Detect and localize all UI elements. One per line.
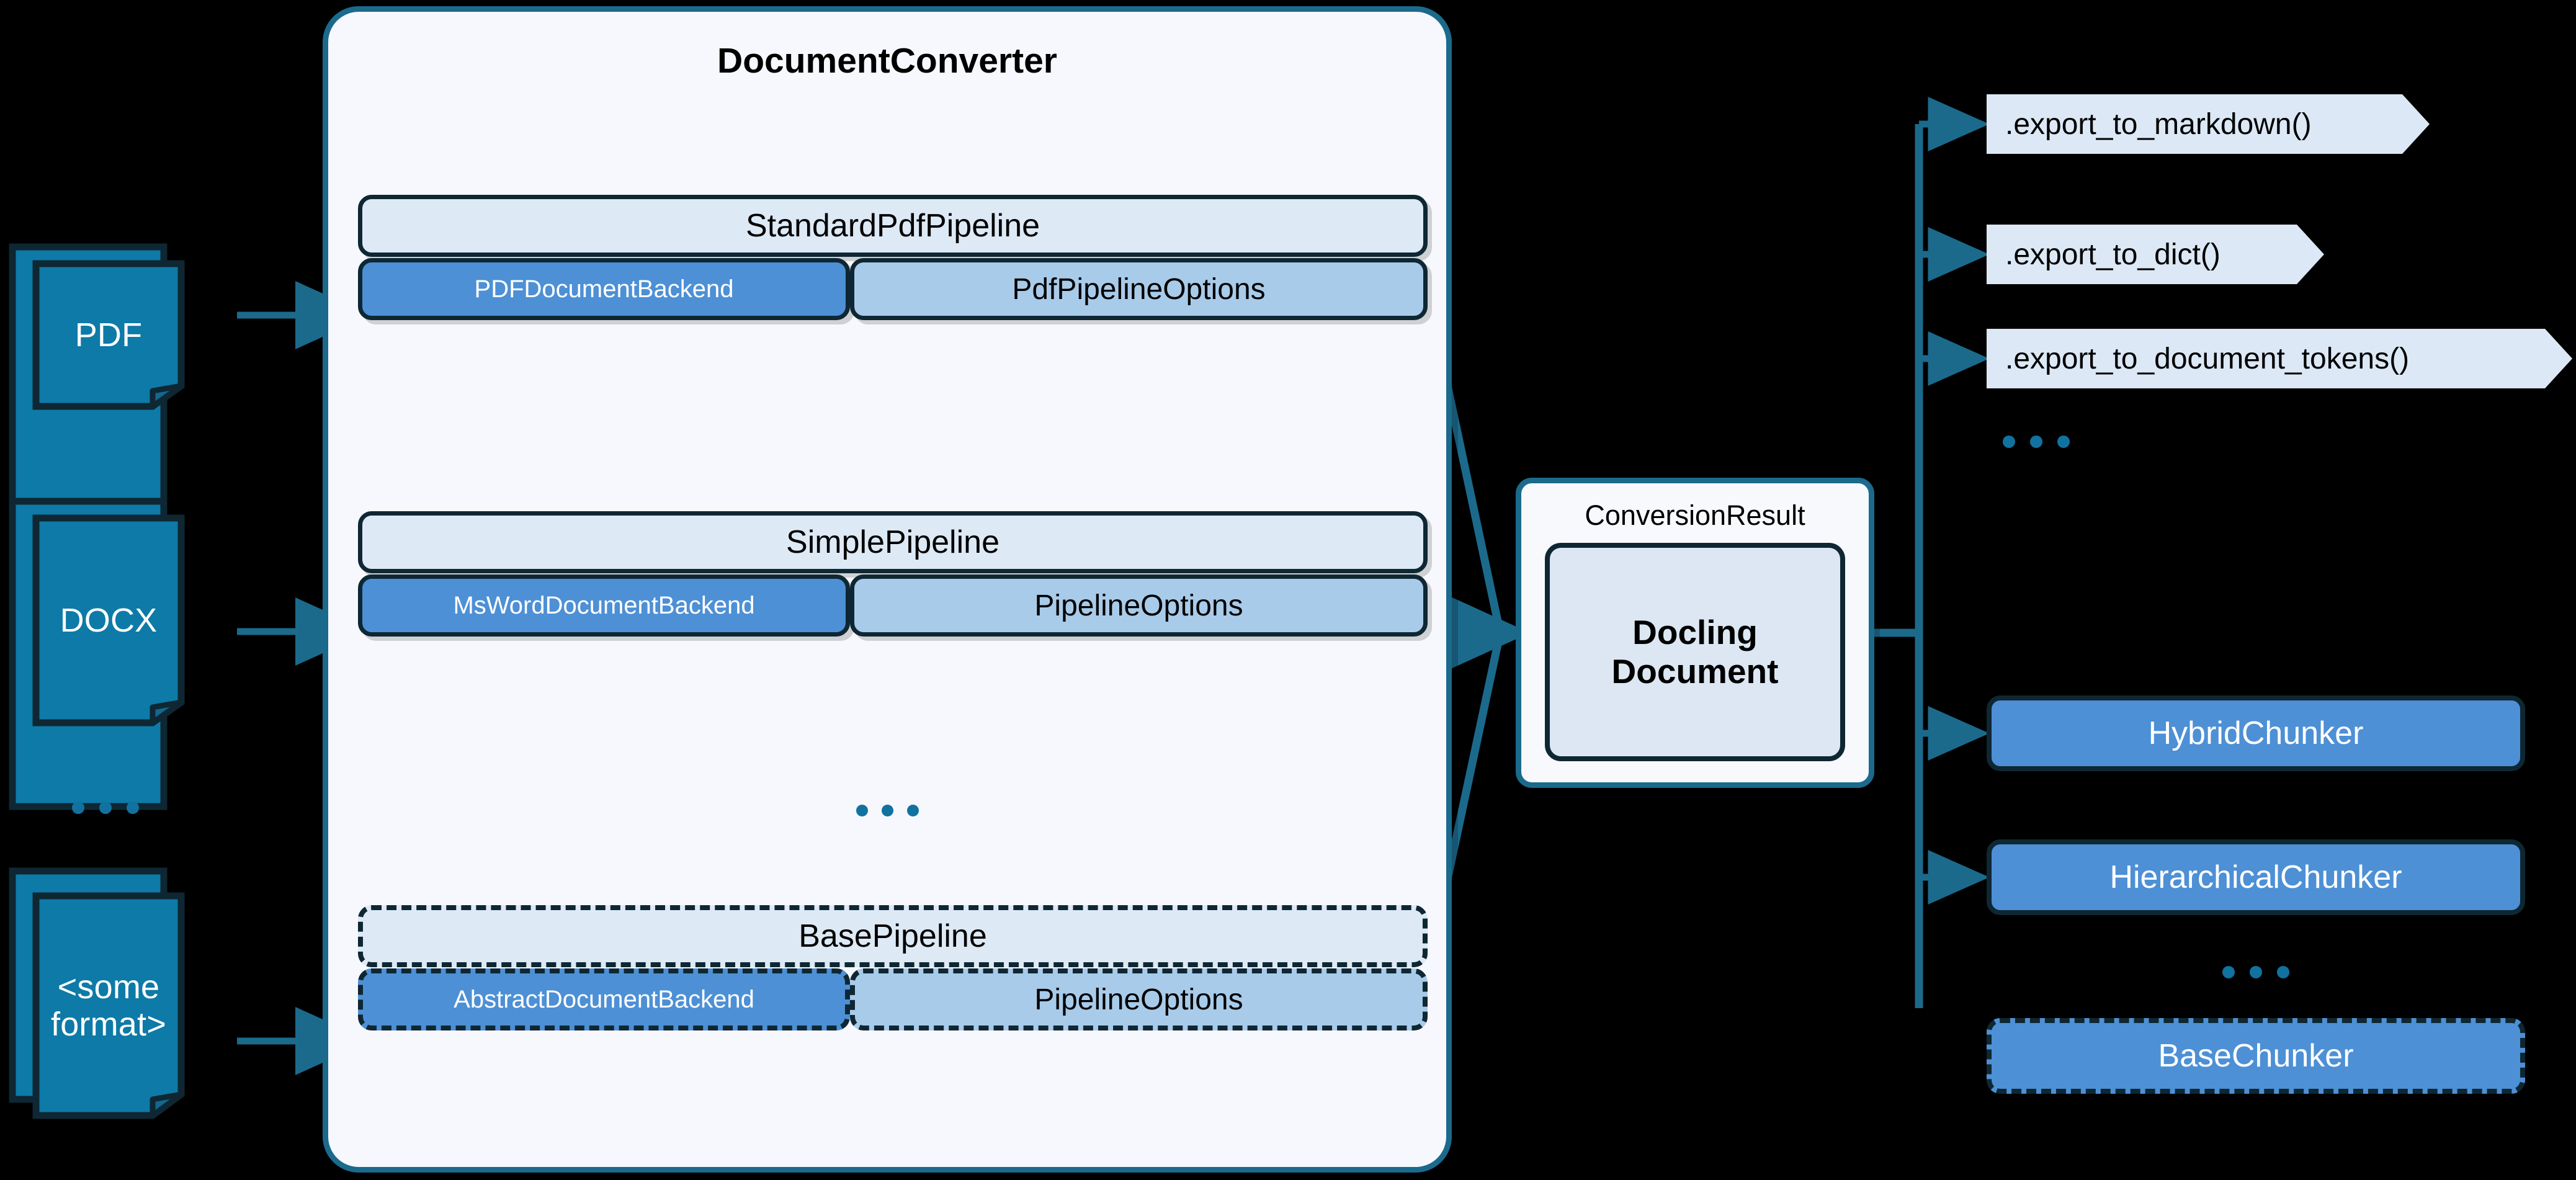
sources-ellipsis <box>68 800 143 815</box>
conversion-result-container: ConversionResult Docling Document <box>1516 478 1874 788</box>
export-to-markdown-label: .export_to_markdown() <box>2005 107 2312 141</box>
pipeline-basepipeline[interactable]: BasePipeline <box>358 905 1428 967</box>
chunker-hybridchunker-label: HybridChunker <box>2148 715 2364 751</box>
pipeline-group-standardpdf: StandardPdfPipeline PDFDocumentBackend P… <box>358 195 1428 320</box>
source-docx[interactable]: DOCX <box>9 484 244 810</box>
chunker-basechunker[interactable]: BaseChunker <box>1987 1018 2525 1094</box>
export-to-document-tokens-label: .export_to_document_tokens() <box>2005 342 2410 375</box>
options-pipelineoptions[interactable]: PipelineOptions <box>850 574 1428 637</box>
options-pdfpipelineoptions[interactable]: PdfPipelineOptions <box>850 258 1428 320</box>
chunkers-ellipsis <box>2219 965 2293 980</box>
converter-ellipsis <box>328 803 1446 818</box>
backend-pdfdocumentbackend[interactable]: PDFDocumentBackend <box>358 258 851 320</box>
conversion-result-title: ConversionResult <box>1585 499 1805 531</box>
export-to-dict-chip[interactable]: .export_to_dict() <box>1987 225 2324 284</box>
pipeline-standardpdfpipeline[interactable]: StandardPdfPipeline <box>358 195 1428 257</box>
export-to-markdown-chip[interactable]: .export_to_markdown() <box>1987 94 2430 154</box>
pipeline-standardpdf-row: PDFDocumentBackend PdfPipelineOptions <box>358 258 1428 320</box>
exports-ellipsis <box>1999 434 2073 449</box>
pipeline-simple-row: MsWordDocumentBackend PipelineOptions <box>358 574 1428 637</box>
chunker-hybridchunker[interactable]: HybridChunker <box>1987 695 2525 771</box>
export-to-document-tokens-chip[interactable]: .export_to_document_tokens() <box>1987 329 2572 388</box>
pipeline-base-row: AbstractDocumentBackend PipelineOptions <box>358 968 1428 1030</box>
options-pipelineoptions-base[interactable]: PipelineOptions <box>850 968 1428 1030</box>
pipeline-simplepipeline[interactable]: SimplePipeline <box>358 511 1428 573</box>
backend-abstractdocumentbackend[interactable]: AbstractDocumentBackend <box>358 968 851 1030</box>
pipeline-group-simple: SimplePipeline MsWordDocumentBackend Pip… <box>358 511 1428 637</box>
backend-msworddocumentbackend[interactable]: MsWordDocumentBackend <box>358 574 851 637</box>
chunker-basechunker-label: BaseChunker <box>2158 1038 2354 1074</box>
document-converter-container: DocumentConverter StandardPdfPipeline PD… <box>323 6 1452 1173</box>
page-title: DocumentConverter <box>717 41 1057 81</box>
chunker-hierarchicalchunker-label: HierarchicalChunker <box>2109 859 2402 895</box>
source-other-format[interactable]: <some format> <box>9 867 244 1119</box>
chunker-hierarchicalchunker[interactable]: HierarchicalChunker <box>1987 839 2525 915</box>
export-to-dict-label: .export_to_dict() <box>2005 238 2220 271</box>
docling-document-box[interactable]: Docling Document <box>1545 543 1845 761</box>
pipeline-group-base: BasePipeline AbstractDocumentBackend Pip… <box>358 905 1428 1030</box>
source-pdf[interactable]: PDF <box>9 168 244 556</box>
